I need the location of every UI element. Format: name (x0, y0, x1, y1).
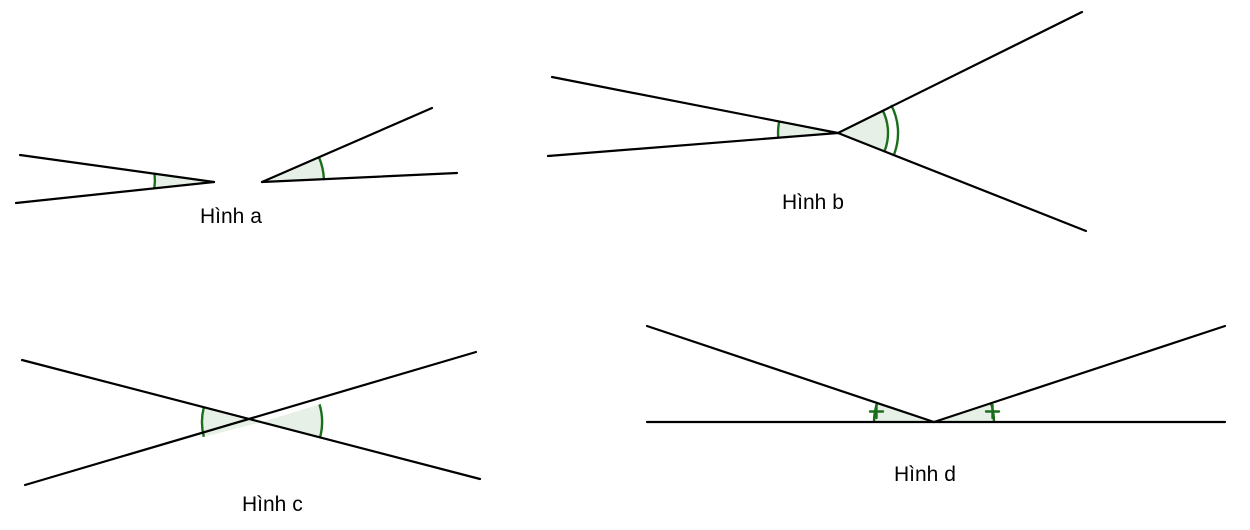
ray-b-upper-right (836, 10, 1084, 135)
caption-figure-a: Hình a (200, 205, 262, 228)
figure-d (645, 324, 1227, 424)
caption-figure-b: Hình b (782, 191, 844, 214)
ray-a1-lower (14, 180, 216, 205)
figure-a (14, 106, 459, 205)
angle-c-left-fill (201, 407, 262, 437)
angle-c-right-fill (262, 404, 323, 437)
angle-b-right-arc-outer (890, 104, 900, 155)
caption-figure-d: Hình d (894, 463, 956, 486)
ray-b-upper-left (550, 75, 840, 135)
ray-a2-lower (260, 171, 459, 184)
line-c-descending (20, 358, 482, 481)
figure-b (546, 10, 1088, 233)
ray-a1-upper (18, 153, 216, 184)
figure-c (20, 350, 482, 487)
line-c-ascending (23, 350, 478, 487)
ray-d-left (645, 324, 936, 424)
ray-b-lower-left (546, 131, 840, 158)
ray-b-lower-right (836, 131, 1088, 233)
ray-a2-upper (260, 106, 434, 184)
ray-d-right (932, 324, 1227, 424)
angle-b-right-fill (838, 109, 889, 151)
angle-b-right-arc-inner (881, 109, 890, 151)
angle-a1-arc (153, 174, 157, 189)
angle-a1-fill (154, 174, 214, 189)
angle-c-right-arc (318, 404, 324, 438)
angle-b-left-arc (776, 121, 781, 138)
caption-figure-c: Hình c (242, 493, 303, 516)
